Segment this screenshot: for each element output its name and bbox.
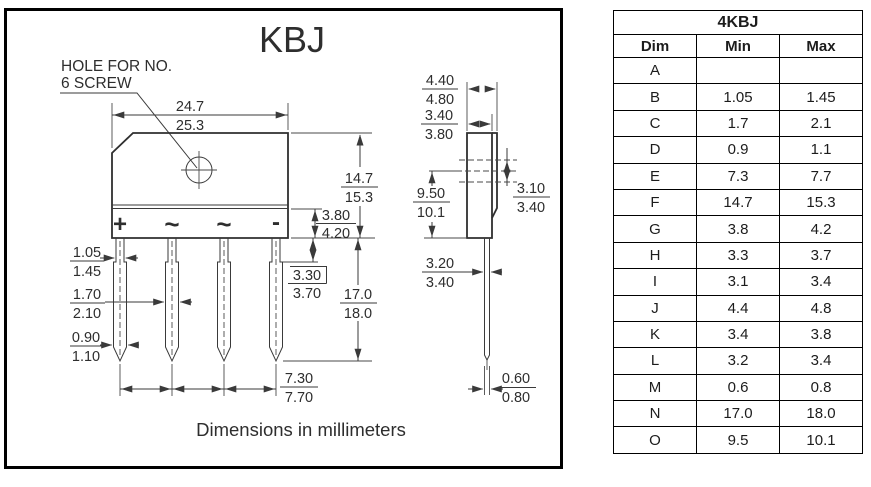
svg-text:2.10: 2.10 [73, 306, 101, 322]
table-title: 4KBJ [613, 10, 863, 35]
svg-text:3.30: 3.30 [293, 268, 321, 284]
front-leads [113, 238, 283, 363]
svg-text:1.05: 1.05 [73, 245, 101, 261]
lead-2 [165, 238, 179, 363]
side-view [456, 132, 517, 370]
side-tab-outline [491, 132, 498, 219]
dim-tip-width: 0.90 1.10 [70, 330, 139, 365]
terminal-mark-ac2: ~ [216, 209, 231, 239]
terminal-mark-ac1: ~ [164, 209, 179, 239]
drawing-title: KBJ [259, 19, 325, 60]
dim-tab-thickness: 4.40 4.80 [422, 73, 498, 131]
dim-lead-offset: 3.20 3.40 [422, 256, 502, 291]
dim-lead-width: 1.70 2.10 [70, 287, 192, 322]
side-body-outline [466, 132, 493, 239]
col-header-max: Max [779, 34, 863, 58]
svg-text:3.70: 3.70 [293, 286, 321, 302]
svg-text:17.0: 17.0 [344, 287, 372, 303]
svg-text:3.80: 3.80 [425, 127, 453, 143]
col-header-dim: Dim [613, 34, 697, 58]
package-outline-drawing: KBJ HOLE FOR NO. 6 SCREW + ~ ~ - [4, 8, 563, 469]
units-note: Dimensions in millimeters [196, 419, 406, 440]
dim-band-height: 3.80 4.20 [291, 208, 356, 242]
lead-4 [269, 238, 283, 363]
hole-callout-line1: HOLE FOR NO. [61, 58, 172, 75]
dim-lead-thickness: 0.60 0.80 [468, 366, 536, 406]
svg-text:1.45: 1.45 [73, 264, 101, 280]
dim-lead-length: 17.0 18.0 [283, 238, 377, 362]
svg-text:24.7: 24.7 [176, 99, 204, 115]
svg-text:14.7: 14.7 [345, 171, 373, 187]
dim-body-thickness: 3.40 3.80 [421, 108, 493, 143]
svg-text:0.60: 0.60 [502, 371, 530, 387]
col-header-min: Min [696, 34, 780, 58]
hole-leader-line [60, 92, 198, 169]
svg-text:7.70: 7.70 [285, 390, 313, 406]
terminal-mark-minus: - [272, 209, 280, 236]
svg-text:9.50: 9.50 [417, 186, 445, 202]
dim-shoulder-length: 3.30 3.70 [283, 238, 327, 302]
svg-text:7.30: 7.30 [285, 371, 313, 387]
svg-text:3.10: 3.10 [517, 181, 545, 197]
svg-text:3.40: 3.40 [426, 275, 454, 291]
front-body-outline [111, 132, 289, 239]
dim-body-height: 14.7 15.3 [291, 132, 378, 239]
hole-callout-line2: 6 SCREW [61, 75, 132, 92]
front-view: + ~ ~ - [111, 132, 289, 363]
lead-1 [113, 238, 127, 363]
svg-text:0.90: 0.90 [72, 330, 100, 346]
svg-text:4.80: 4.80 [426, 92, 454, 108]
svg-text:1.70: 1.70 [73, 287, 101, 303]
terminal-mark-plus: + [113, 211, 127, 238]
svg-text:3.40: 3.40 [425, 108, 453, 124]
svg-text:3.80: 3.80 [322, 208, 350, 224]
table-row: A [613, 56, 863, 85]
drawing-frame [4, 8, 563, 469]
svg-text:15.3: 15.3 [345, 190, 373, 206]
svg-text:4.40: 4.40 [426, 73, 454, 89]
lead-3 [217, 238, 231, 363]
dim-lead-pitch: 7.30 7.70 [119, 364, 318, 406]
dim-overall-width: 24.7 25.3 [111, 99, 289, 148]
svg-text:1.10: 1.10 [72, 349, 100, 365]
svg-text:4.20: 4.20 [322, 226, 350, 242]
svg-text:18.0: 18.0 [344, 306, 372, 322]
svg-text:0.80: 0.80 [502, 390, 530, 406]
dim-stub-width: 1.05 1.45 [70, 245, 138, 280]
svg-text:3.40: 3.40 [517, 200, 545, 216]
svg-text:25.3: 25.3 [176, 118, 204, 134]
svg-text:10.1: 10.1 [417, 205, 445, 221]
dim-hole-diameter: 3.10 3.40 [503, 148, 550, 216]
svg-text:3.20: 3.20 [426, 256, 454, 272]
side-lead [484, 238, 490, 362]
dim-hole-offset: 9.50 10.1 [413, 170, 467, 239]
